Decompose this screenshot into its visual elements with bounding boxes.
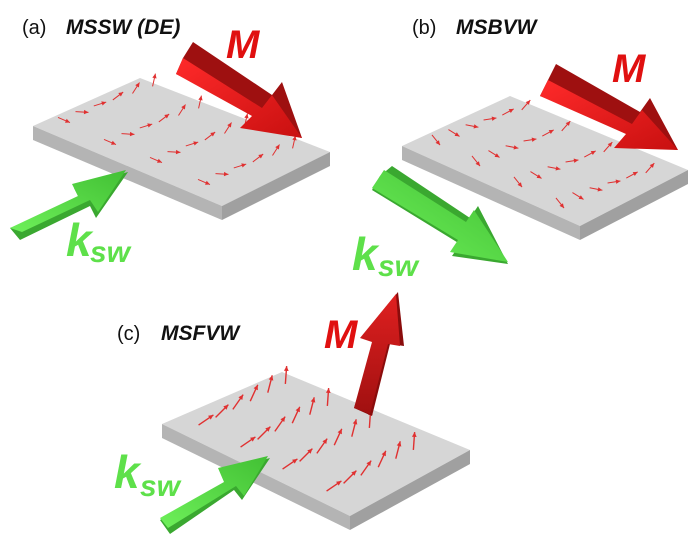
spin-arrow-head: [322, 438, 328, 444]
spin-arrow-head: [607, 142, 613, 147]
panel-b-title: MSBVW: [456, 16, 539, 39]
spin-arrow-head: [525, 100, 531, 105]
spin-arrow-head: [244, 113, 249, 119]
spin-arrow-head: [411, 432, 417, 438]
spin-arrow-head: [632, 171, 638, 176]
spin-arrow-head: [198, 95, 203, 101]
spin-arrow-head: [193, 141, 199, 146]
spin-arrow-head: [227, 122, 232, 128]
spin-arrow-head: [258, 154, 264, 159]
spin-arrow-head: [454, 132, 460, 137]
spin-arrow-head: [473, 124, 479, 129]
spin-arrow-head: [491, 116, 497, 121]
spin-arrow-head: [129, 131, 135, 137]
spin-arrow-head: [295, 406, 300, 413]
spin-arrow-head: [307, 448, 313, 454]
panel-a-m-label: M: [226, 23, 261, 67]
spin-arrow-head: [352, 419, 358, 425]
panel-a-label: (a): [22, 17, 46, 39]
panel-a-k-label: k: [66, 214, 94, 266]
panel-c-spin-arrows: [198, 365, 417, 492]
spin-arrow-head: [156, 158, 162, 163]
spin-arrow-head: [565, 121, 571, 126]
panel-c-magnetization-arrow: [354, 292, 404, 416]
spin-arrow-head: [508, 108, 514, 113]
spin-arrow-head: [513, 145, 519, 150]
spin-arrow-head: [164, 114, 170, 119]
panel-b-label: (b): [412, 17, 436, 39]
panel-a-k-subscript: sw: [90, 236, 132, 269]
spin-arrow-head: [110, 140, 116, 145]
spin-arrow-head: [325, 388, 331, 394]
spin-arrow-head: [101, 101, 107, 106]
panel-a-wavevector-arrow: [10, 170, 128, 240]
spin-arrow-head: [590, 150, 596, 155]
panel-c-k-label: k: [114, 446, 142, 498]
panel-b: (b) MSBVW M k sw: [352, 16, 688, 283]
spin-arrow-head: [208, 414, 214, 420]
spin-arrow-head: [250, 436, 256, 442]
spin-arrow-head: [223, 171, 229, 177]
spin-arrow-head: [241, 163, 247, 168]
spin-arrow-head: [366, 460, 372, 466]
spin-arrow-head: [517, 182, 523, 188]
spin-arrow-head: [135, 82, 140, 88]
panel-b-k-subscript: sw: [378, 250, 420, 283]
spin-arrow-head: [147, 123, 153, 128]
spin-arrow-head: [152, 73, 157, 79]
panel-a-magnetization-arrow: [176, 42, 302, 138]
spin-arrow-head: [536, 174, 542, 179]
spin-arrow-head: [578, 195, 584, 200]
spin-arrow-head: [494, 153, 500, 158]
spin-arrow-head: [573, 158, 579, 163]
panel-a: (a) MSSW (DE) M k sw: [10, 16, 330, 269]
spin-arrow-head: [597, 187, 603, 192]
spin-arrow-head: [351, 470, 357, 476]
spin-arrow-head: [559, 203, 565, 209]
spin-arrow-head: [181, 104, 186, 110]
panel-c-m-label: M: [324, 313, 359, 357]
spin-arrow-head: [64, 118, 70, 123]
panel-b-k-label: k: [352, 228, 380, 280]
spin-arrow-head: [175, 149, 181, 155]
spin-arrow-head: [118, 92, 124, 97]
panel-b-slab: [402, 96, 688, 240]
spin-arrow-head: [475, 161, 481, 167]
spin-arrow-head: [253, 384, 258, 391]
spin-arrow-head: [280, 416, 286, 422]
spin-arrow-head: [310, 397, 316, 403]
spin-arrow-head: [435, 140, 441, 146]
panel-c: (c) MSFVW M k sw: [114, 292, 470, 534]
spin-arrow-head: [223, 404, 229, 410]
panel-c-k-subscript: sw: [140, 470, 182, 503]
panel-b-magnetization-arrow: [540, 64, 678, 150]
spin-arrow-head: [204, 180, 210, 185]
spin-arrow-head: [615, 179, 621, 184]
panel-b-m-label: M: [612, 47, 647, 91]
spin-arrow-head: [275, 144, 280, 150]
spin-arrow-head: [83, 109, 89, 115]
panel-b-spin-arrows: [431, 99, 655, 209]
spin-arrow-head: [337, 428, 342, 435]
spin-arrow-head: [268, 375, 274, 381]
spin-arrow-head: [336, 480, 342, 486]
spin-arrow-head: [283, 366, 289, 372]
spin-arrow-head: [292, 458, 298, 464]
spin-arrow-head: [649, 163, 655, 168]
spin-arrow-head: [531, 137, 537, 142]
spin-arrow-head: [381, 450, 386, 457]
spin-arrow-head: [396, 441, 402, 447]
spin-arrow-head: [548, 129, 554, 134]
panel-c-label: (c): [117, 323, 140, 345]
panel-a-title: MSSW (DE): [66, 16, 180, 39]
spin-arrow-head: [265, 426, 271, 432]
spin-arrow-head: [238, 394, 244, 400]
spin-arrow-head: [210, 132, 216, 137]
spin-arrow-head: [555, 166, 561, 171]
panel-a-slab: [33, 78, 330, 220]
panel-c-title: MSFVW: [161, 322, 241, 345]
panel-c-wavevector-arrow: [160, 456, 270, 534]
panel-b-wavevector-arrow: [372, 166, 508, 264]
